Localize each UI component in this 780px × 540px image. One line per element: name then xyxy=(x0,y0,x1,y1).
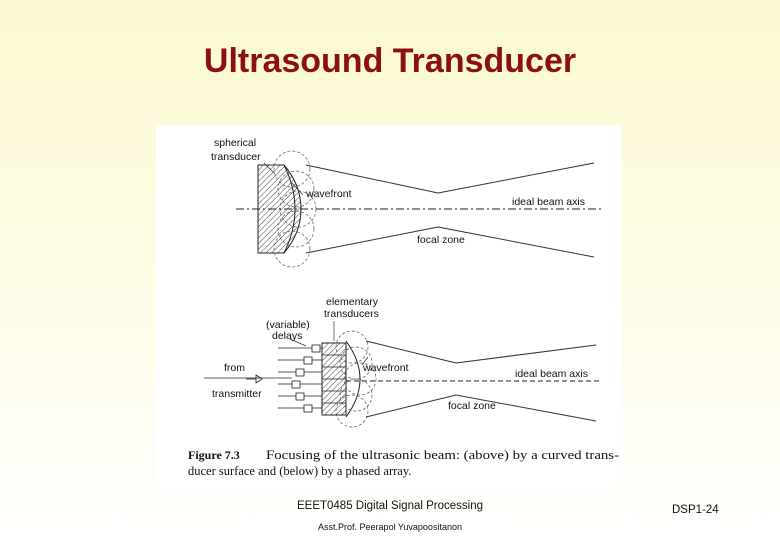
bottom-wavefront xyxy=(345,340,361,418)
delay-input-lines xyxy=(278,347,322,409)
label-top-wavefront: wavefront xyxy=(305,188,352,200)
label-top-focal-zone: focal zone xyxy=(417,234,465,246)
label-bottom-wavefront: wavefront xyxy=(362,362,409,374)
top-diagram: spherical transducer wavefront ideal bea… xyxy=(211,137,601,268)
label-delays: delays xyxy=(272,330,302,342)
bottom-diagram: elementary transducers (variable) delays… xyxy=(204,296,601,428)
top-beam-envelope xyxy=(305,162,595,258)
caption-label: Figure 7.3 xyxy=(188,448,240,462)
footer-author: Asst.Prof. Peerapol Yuvapoositanon xyxy=(318,522,462,532)
elementary-transducers xyxy=(321,342,347,416)
ultrasound-figure: spherical transducer wavefront ideal bea… xyxy=(156,125,622,487)
label-bottom-beam-axis: ideal beam axis xyxy=(515,368,588,380)
label-bottom-focal-zone: focal zone xyxy=(448,400,496,412)
slide-number: DSP1-24 xyxy=(672,504,719,516)
bottom-beam-envelope xyxy=(365,340,597,422)
figure-diagram: spherical transducer wavefront ideal bea… xyxy=(188,137,619,478)
label-from: from xyxy=(224,362,245,374)
label-elementary: elementary xyxy=(326,296,379,308)
caption-line-1: Focusing of the ultrasonic beam: (above)… xyxy=(266,448,619,462)
figure-caption: Figure 7.3 Focusing of the ultrasonic be… xyxy=(188,448,619,478)
label-spherical: spherical xyxy=(214,137,256,149)
delay-elements xyxy=(291,344,321,413)
label-variable: (variable) xyxy=(266,319,310,331)
label-elementary-transducers: transducers xyxy=(324,308,379,320)
caption-line-2: ducer surface and (below) by a phased ar… xyxy=(188,464,411,478)
transmitter-arrow xyxy=(246,374,263,384)
label-top-beam-axis: ideal beam axis xyxy=(512,196,585,208)
slide-title: Ultrasound Transducer xyxy=(203,42,577,80)
footer-course: EEET0485 Digital Signal Processing xyxy=(296,500,484,512)
label-transmitter: transmitter xyxy=(212,388,262,400)
bottom-wavelets xyxy=(335,330,377,428)
label-transducer: transducer xyxy=(211,151,261,163)
